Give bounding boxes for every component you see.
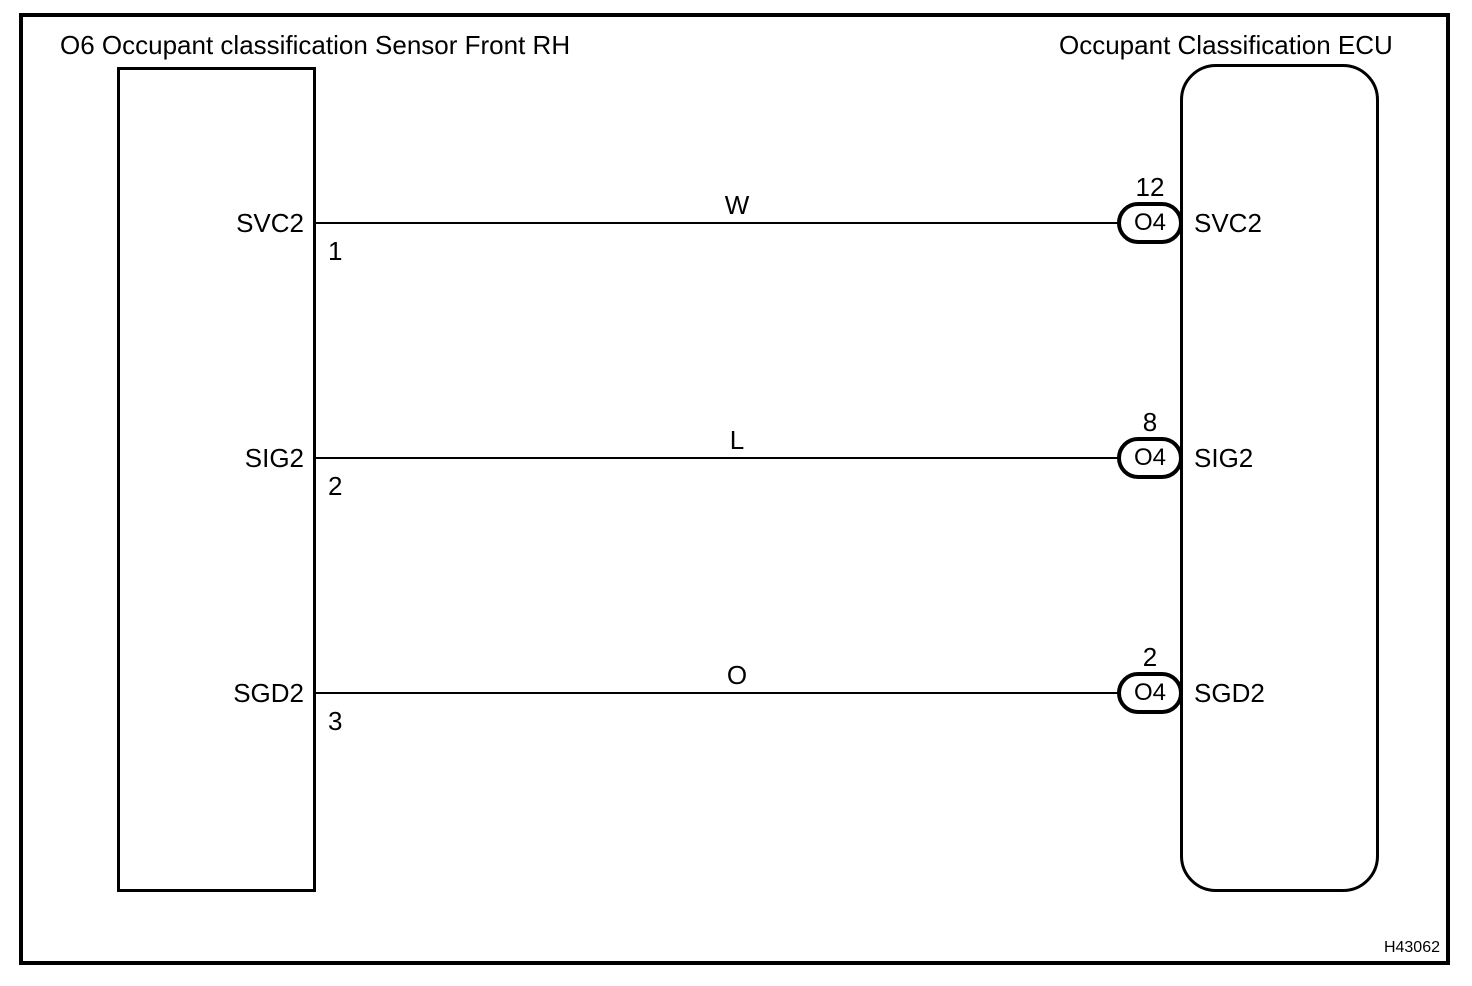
ecu-pin-number: 12 (1135, 172, 1165, 202)
right-component-title: Occupant Classification ECU (1059, 30, 1393, 60)
wire-line (316, 222, 1121, 224)
sensor-pin-label: SGD2 (233, 678, 304, 708)
ecu-pin-label: SVC2 (1194, 208, 1262, 238)
wire-color-code: L (729, 425, 745, 455)
figure-id: H43062 (1383, 939, 1440, 956)
ecu-pin-label: SIG2 (1194, 443, 1254, 473)
connector-oval: O4 (1117, 202, 1183, 244)
connector-oval: O4 (1117, 672, 1183, 714)
left-component-title: O6 Occupant classification Sensor Front … (60, 30, 571, 60)
sensor-pin-number: 3 (328, 706, 343, 736)
wire-line (316, 692, 1121, 694)
connector-oval: O4 (1117, 437, 1183, 479)
wire-color-code: W (724, 190, 750, 220)
sensor-pin-number: 2 (328, 471, 343, 501)
sensor-box (117, 67, 316, 892)
ecu-box (1180, 64, 1379, 892)
sensor-pin-label: SIG2 (244, 443, 304, 473)
ecu-pin-number: 2 (1142, 642, 1158, 672)
sensor-pin-number: 1 (328, 236, 343, 266)
diagram-frame (19, 13, 1450, 965)
wire-color-code: O (726, 660, 748, 690)
ecu-pin-number: 8 (1142, 407, 1158, 437)
sensor-pin-label: SVC2 (236, 208, 304, 238)
ecu-pin-label: SGD2 (1194, 678, 1265, 708)
wire-line (316, 457, 1121, 459)
